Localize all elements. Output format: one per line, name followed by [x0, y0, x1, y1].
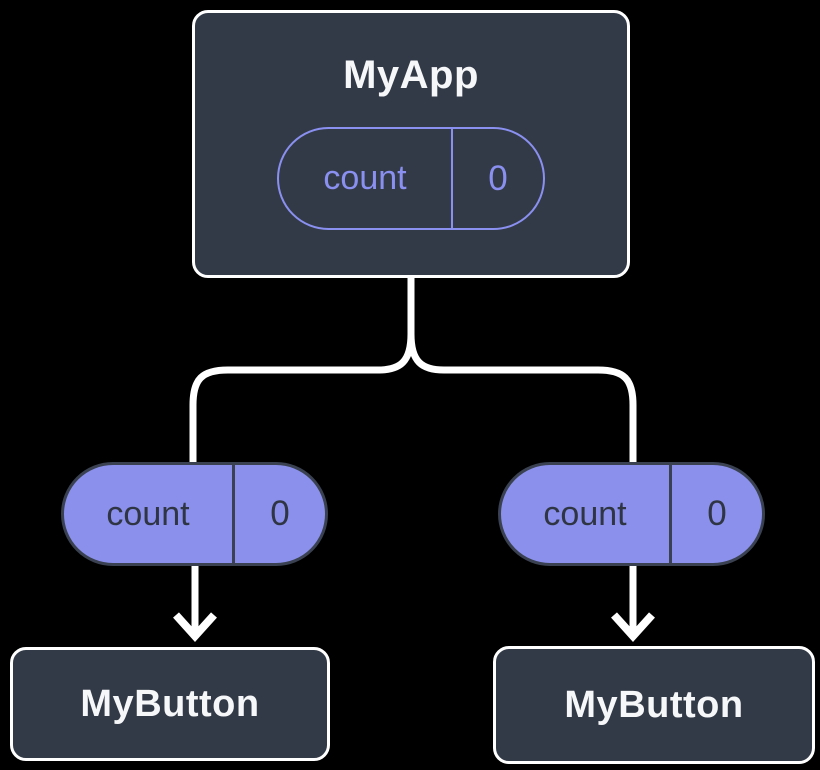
- prop-name-label: count: [106, 494, 190, 533]
- myapp-component-box: MyApp count 0: [192, 10, 630, 278]
- mybutton-title: MyButton: [564, 683, 744, 726]
- myapp-state-pill: count 0: [277, 127, 545, 230]
- prop-value-label: 0: [669, 465, 762, 563]
- right-prop-pill: count 0: [498, 462, 765, 566]
- left-arrowhead-icon: [173, 612, 217, 642]
- state-value-label: 0: [451, 129, 543, 228]
- state-name-label: count: [323, 159, 407, 197]
- left-branch-line: [189, 333, 415, 463]
- myapp-title: MyApp: [343, 53, 479, 97]
- left-prop-pill: count 0: [61, 462, 328, 566]
- prop-name-label: count: [543, 494, 627, 533]
- mybutton-title: MyButton: [80, 682, 260, 725]
- right-arrowhead-icon: [611, 612, 655, 642]
- right-mybutton-component-box: MyButton: [493, 646, 815, 764]
- left-mybutton-component-box: MyButton: [10, 647, 330, 761]
- prop-value-label: 0: [232, 465, 325, 563]
- right-branch-line: [407, 333, 637, 463]
